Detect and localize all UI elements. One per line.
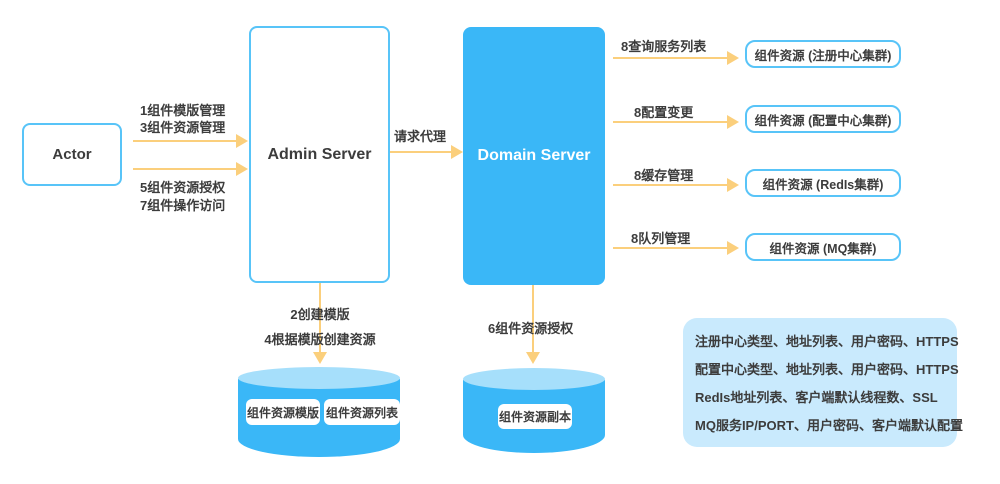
resource-redis-box: 组件资源 (RedIs集群) [745, 169, 901, 197]
db-item-resource-template: 组件资源模版 [246, 399, 320, 425]
arrow-domain-cache [613, 184, 728, 186]
db-item-resource-replica: 组件资源副本 [498, 404, 572, 429]
arrowhead-domain-cache [727, 178, 739, 192]
resource-config-label: 组件资源 (配置中心集群) [754, 113, 892, 128]
arrow-domain-db [532, 285, 534, 353]
edge-label-component-template-mgmt: 1组件模版管理 [140, 103, 226, 118]
resource-mq-label: 组件资源 (MQ集群) [769, 241, 877, 256]
domain-server-label: Domain Server [477, 147, 591, 164]
resource-registry-label: 组件资源 (注册中心集群) [754, 48, 892, 63]
edge-label-component-resource-auth: 5组件资源授权 [140, 180, 226, 195]
arrowhead-actor-admin-bottom [236, 162, 248, 176]
edge-label-create-resource-from-template: 4根据模版创建资源 [264, 332, 376, 347]
arrow-actor-admin-top [133, 140, 237, 142]
edge-label-component-operation-access: 7组件操作访问 [140, 198, 226, 213]
cylinder-cap [463, 368, 605, 390]
actor-node: Actor [22, 123, 122, 186]
edge-label-query-service-list: 8查询服务列表 [621, 39, 707, 54]
info-line-config: 配置中心类型、地址列表、用户密码、HTTPS [695, 362, 959, 377]
arrowhead-domain-registry [727, 51, 739, 65]
arrow-admin-domain [390, 151, 452, 153]
arrowhead-domain-queue [727, 241, 739, 255]
edge-label-component-resource-mgmt: 3组件资源管理 [140, 120, 226, 135]
edge-label-cache-mgmt: 8缓存管理 [634, 168, 694, 183]
resource-redis-label: 组件资源 (RedIs集群) [762, 177, 884, 192]
resource-config-box: 组件资源 (配置中心集群) [745, 105, 901, 133]
arrowhead-admin-db [313, 352, 327, 364]
arrowhead-actor-admin-top [236, 134, 248, 148]
resource-parameters-panel: 注册中心类型、地址列表、用户密码、HTTPS 配置中心类型、地址列表、用户密码、… [683, 318, 963, 447]
arrowhead-domain-config [727, 115, 739, 129]
arrow-domain-config [613, 121, 728, 123]
arrow-admin-db [319, 283, 321, 353]
arrowhead-domain-db [526, 352, 540, 364]
cylinder-cap [238, 367, 400, 389]
arrow-domain-registry [613, 57, 728, 59]
arrow-domain-queue [613, 247, 728, 249]
edge-label-request-proxy: 请求代理 [394, 129, 447, 144]
arrowhead-admin-domain [451, 145, 463, 159]
resource-registry-box: 组件资源 (注册中心集群) [745, 40, 901, 68]
domain-server-node: Domain Server [463, 27, 605, 285]
actor-label: Actor [52, 146, 92, 163]
resource-mq-box: 组件资源 (MQ集群) [745, 233, 901, 261]
info-line-mq: MQ服务IP/PORT、用户密码、客户端默认配置 [695, 418, 963, 433]
admin-server-node: Admin Server [249, 26, 390, 283]
edge-label-create-template: 2创建模版 [290, 307, 350, 322]
edge-label-config-change: 8配置变更 [634, 105, 694, 120]
admin-database-cylinder: 组件资源模版 组件资源列表 [238, 367, 400, 457]
domain-database-cylinder: 组件资源副本 [463, 368, 605, 453]
info-line-redis: RedIs地址列表、客户端默认线程数、SSL [695, 390, 938, 405]
edge-label-component-resource-authz: 6组件资源授权 [488, 321, 574, 336]
admin-server-label: Admin Server [267, 145, 372, 163]
edge-label-queue-mgmt: 8队列管理 [631, 231, 691, 246]
db-item-resource-list: 组件资源列表 [324, 399, 400, 425]
arrow-actor-admin-bottom [133, 168, 237, 170]
info-line-registry: 注册中心类型、地址列表、用户密码、HTTPS [695, 334, 959, 349]
